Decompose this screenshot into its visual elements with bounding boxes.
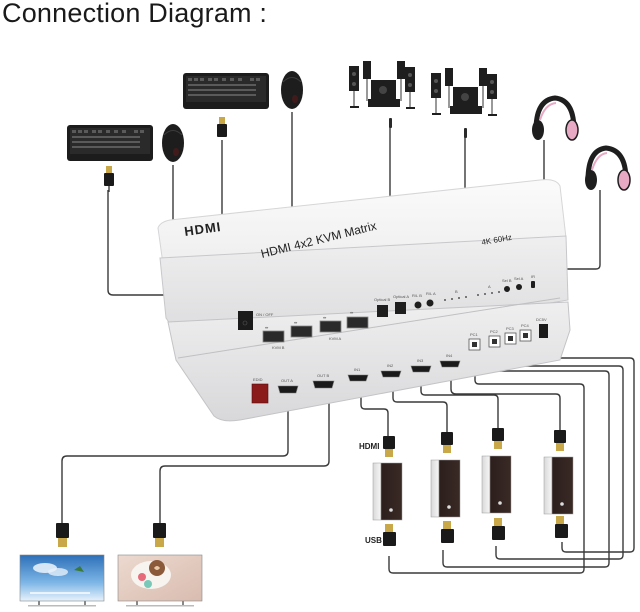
power-switch-label: ON / OFF xyxy=(256,312,274,317)
cable-out-a xyxy=(61,400,289,523)
usb-port-3[interactable] xyxy=(319,320,342,333)
optical-connector xyxy=(389,118,392,128)
usb-symbol: ⇹ xyxy=(265,325,269,330)
usb-symbol: ⇹ xyxy=(294,320,298,325)
device-rear-panel xyxy=(167,301,571,422)
led-indicators-b: B xyxy=(444,289,467,301)
svg-text:A: A xyxy=(488,284,491,289)
usb-connector xyxy=(492,526,505,540)
usb-cable-label: USB xyxy=(365,536,382,545)
usb-port-4[interactable] xyxy=(346,316,369,329)
in1-label: IN1 xyxy=(354,367,361,372)
svg-text:B: B xyxy=(455,289,458,294)
pc3-label: PC3 xyxy=(506,326,515,331)
hdmi-cable-label: HDMI xyxy=(359,442,379,451)
hdmi-connector xyxy=(383,436,395,449)
pc2-label: PC2 xyxy=(490,329,499,334)
pc1-label: PC1 xyxy=(470,332,479,337)
mouse-a xyxy=(281,71,303,109)
cable-pc1-usb xyxy=(388,350,585,574)
dc-power-port xyxy=(539,324,548,338)
optical-label-b: Optical B xyxy=(374,297,391,302)
edid-label: EDID xyxy=(253,377,263,382)
sel-b-label: Sel B xyxy=(502,278,512,283)
headphones-b xyxy=(532,95,579,141)
usb-symbol: ⇹ xyxy=(350,310,354,315)
hdmi-connector xyxy=(441,432,453,445)
cable-in4 xyxy=(450,368,561,430)
cable-pc4-usb xyxy=(525,340,635,553)
cable-in1 xyxy=(360,383,389,436)
audio-jack-b[interactable] xyxy=(414,301,422,309)
select-button-a[interactable] xyxy=(516,284,522,290)
power-switch[interactable] xyxy=(238,311,253,330)
usb-connector xyxy=(383,532,396,546)
in4-label: IN4 xyxy=(446,353,453,358)
optical-connector xyxy=(464,128,467,138)
pc-1 xyxy=(372,436,403,546)
usb-port-1[interactable] xyxy=(262,330,285,343)
hdmi-in1-port[interactable] xyxy=(347,374,369,382)
usb-connector xyxy=(555,524,568,538)
cable-in2 xyxy=(392,378,448,432)
hdmi-out-b-port[interactable] xyxy=(312,380,335,389)
hdmi-in2-port[interactable] xyxy=(380,370,402,378)
pc-3 xyxy=(481,428,512,540)
usb-group-label-b: KVM B xyxy=(272,345,285,350)
optical-port-a[interactable] xyxy=(395,302,406,314)
pc4-label: PC4 xyxy=(521,323,530,328)
dc-power-label: DC5V xyxy=(536,317,547,322)
hdmi-connector xyxy=(56,523,69,538)
usb-port-2[interactable] xyxy=(290,325,313,338)
page-title: Connection Diagram : xyxy=(2,0,268,28)
keyboard-a xyxy=(183,73,269,137)
hdmi-in3-port[interactable] xyxy=(410,365,432,373)
hdmi-out-a-port[interactable] xyxy=(277,385,299,394)
usb-port-group: ⇹ ⇹ ⇹ ⇹ KVM B KVM A xyxy=(262,310,369,350)
audio-label-b: R/L B xyxy=(412,293,422,298)
usb-symbol: ⇹ xyxy=(323,315,327,320)
pc-2 xyxy=(430,432,461,543)
cable-in3 xyxy=(420,374,499,428)
in3-label: IN3 xyxy=(417,358,424,363)
hdmi-connector xyxy=(554,430,566,443)
audio-label-a: R/L A xyxy=(426,291,436,296)
usb-connector xyxy=(217,124,227,137)
cable-out-b xyxy=(159,396,330,523)
keyboard-b xyxy=(67,125,153,192)
edid-button[interactable] xyxy=(251,383,269,404)
sel-a-label: Sel A xyxy=(514,276,524,281)
mouse-b xyxy=(162,124,184,162)
hdmi-in4-port[interactable] xyxy=(439,360,461,368)
ir-label: IR xyxy=(531,274,535,279)
pc-4 xyxy=(543,430,574,538)
out-a-label: OUT A xyxy=(281,378,293,383)
hdmi-connector xyxy=(492,428,504,441)
select-button-b[interactable] xyxy=(504,286,510,292)
usb-connector xyxy=(104,173,114,186)
headphones-a xyxy=(585,145,631,191)
display-b xyxy=(117,523,203,607)
audio-jack-a[interactable] xyxy=(426,299,434,307)
led-indicators-a: A xyxy=(477,284,500,296)
in2-label: IN2 xyxy=(387,363,394,368)
kvm-matrix-device: HDMI HDMI 4x2 KVM Matrix 4K 60Hz ON / OF… xyxy=(157,179,571,422)
usb-connector xyxy=(441,529,454,543)
out-b-label: OUT B xyxy=(317,373,329,378)
optical-label-a: Optical A xyxy=(393,294,409,299)
speakers-b xyxy=(349,61,415,128)
speakers-a xyxy=(431,68,497,138)
optical-port-b[interactable] xyxy=(377,305,388,317)
ir-receiver xyxy=(531,281,535,288)
usb-group-label-a: KVM A xyxy=(329,336,342,341)
display-a xyxy=(19,523,105,607)
hdmi-logo: HDMI xyxy=(183,219,222,239)
hdmi-connector xyxy=(153,523,166,538)
